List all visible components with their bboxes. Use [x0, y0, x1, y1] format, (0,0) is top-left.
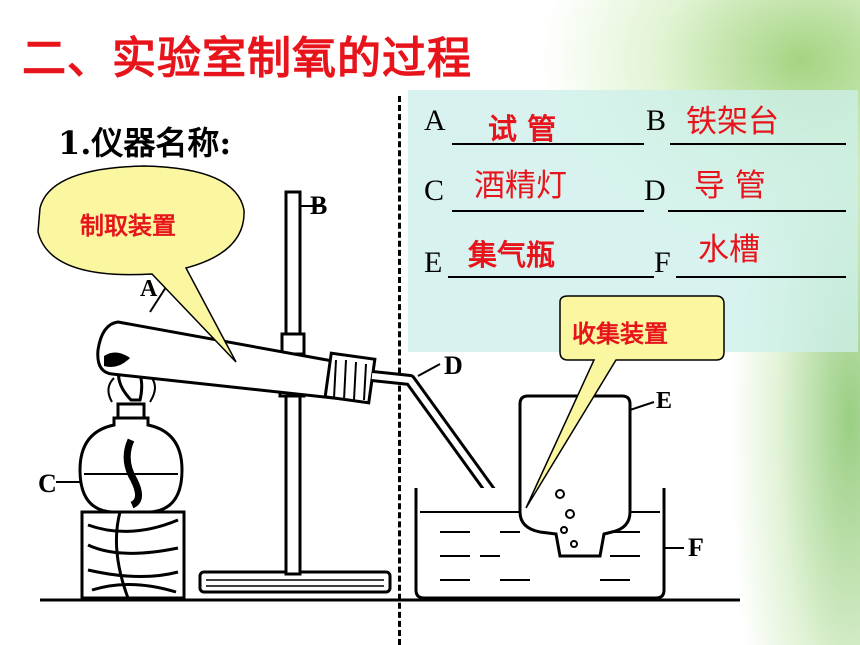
label-d: D — [444, 351, 463, 380]
item-letter-c: C — [424, 174, 445, 207]
label-f: F — [688, 533, 704, 562]
gas-bottle — [518, 394, 655, 558]
callout-bubble-right — [525, 295, 725, 509]
answer-c: 酒精灯 — [474, 168, 567, 204]
item-letter-f: F — [654, 246, 671, 279]
label-e: E — [656, 388, 672, 414]
blank-e — [448, 276, 654, 278]
item-letter-b: B — [646, 104, 667, 137]
slide-title: 二、实验室制氧的过程 — [22, 33, 472, 84]
item-letter-e: E — [424, 246, 443, 279]
label-c: C — [38, 469, 57, 498]
blank-f — [676, 276, 846, 278]
item-letter-d: D — [644, 174, 666, 207]
callout-label-right: 收集装置 — [572, 320, 668, 348]
dashed-divider — [398, 96, 401, 645]
label-b: B — [310, 191, 327, 220]
item-letter-a: A — [424, 104, 446, 137]
callout-bubble-left — [37, 165, 245, 363]
answer-a: 试 管 — [488, 112, 557, 146]
answer-f: 水槽 — [698, 232, 760, 268]
blank-c — [452, 210, 644, 212]
callout-label-left: 制取装置 — [80, 212, 176, 240]
answer-e: 集气瓶 — [468, 238, 556, 272]
blank-a — [452, 143, 644, 145]
test-tube — [96, 283, 377, 405]
wooden-block — [80, 510, 186, 600]
blank-d — [668, 210, 846, 212]
section-heading: 1.仪器名称: — [58, 124, 232, 162]
answer-d: 导 管 — [694, 168, 766, 204]
label-a: A — [140, 276, 158, 302]
blank-b — [670, 143, 846, 145]
answer-b: 铁架台 — [686, 104, 779, 140]
